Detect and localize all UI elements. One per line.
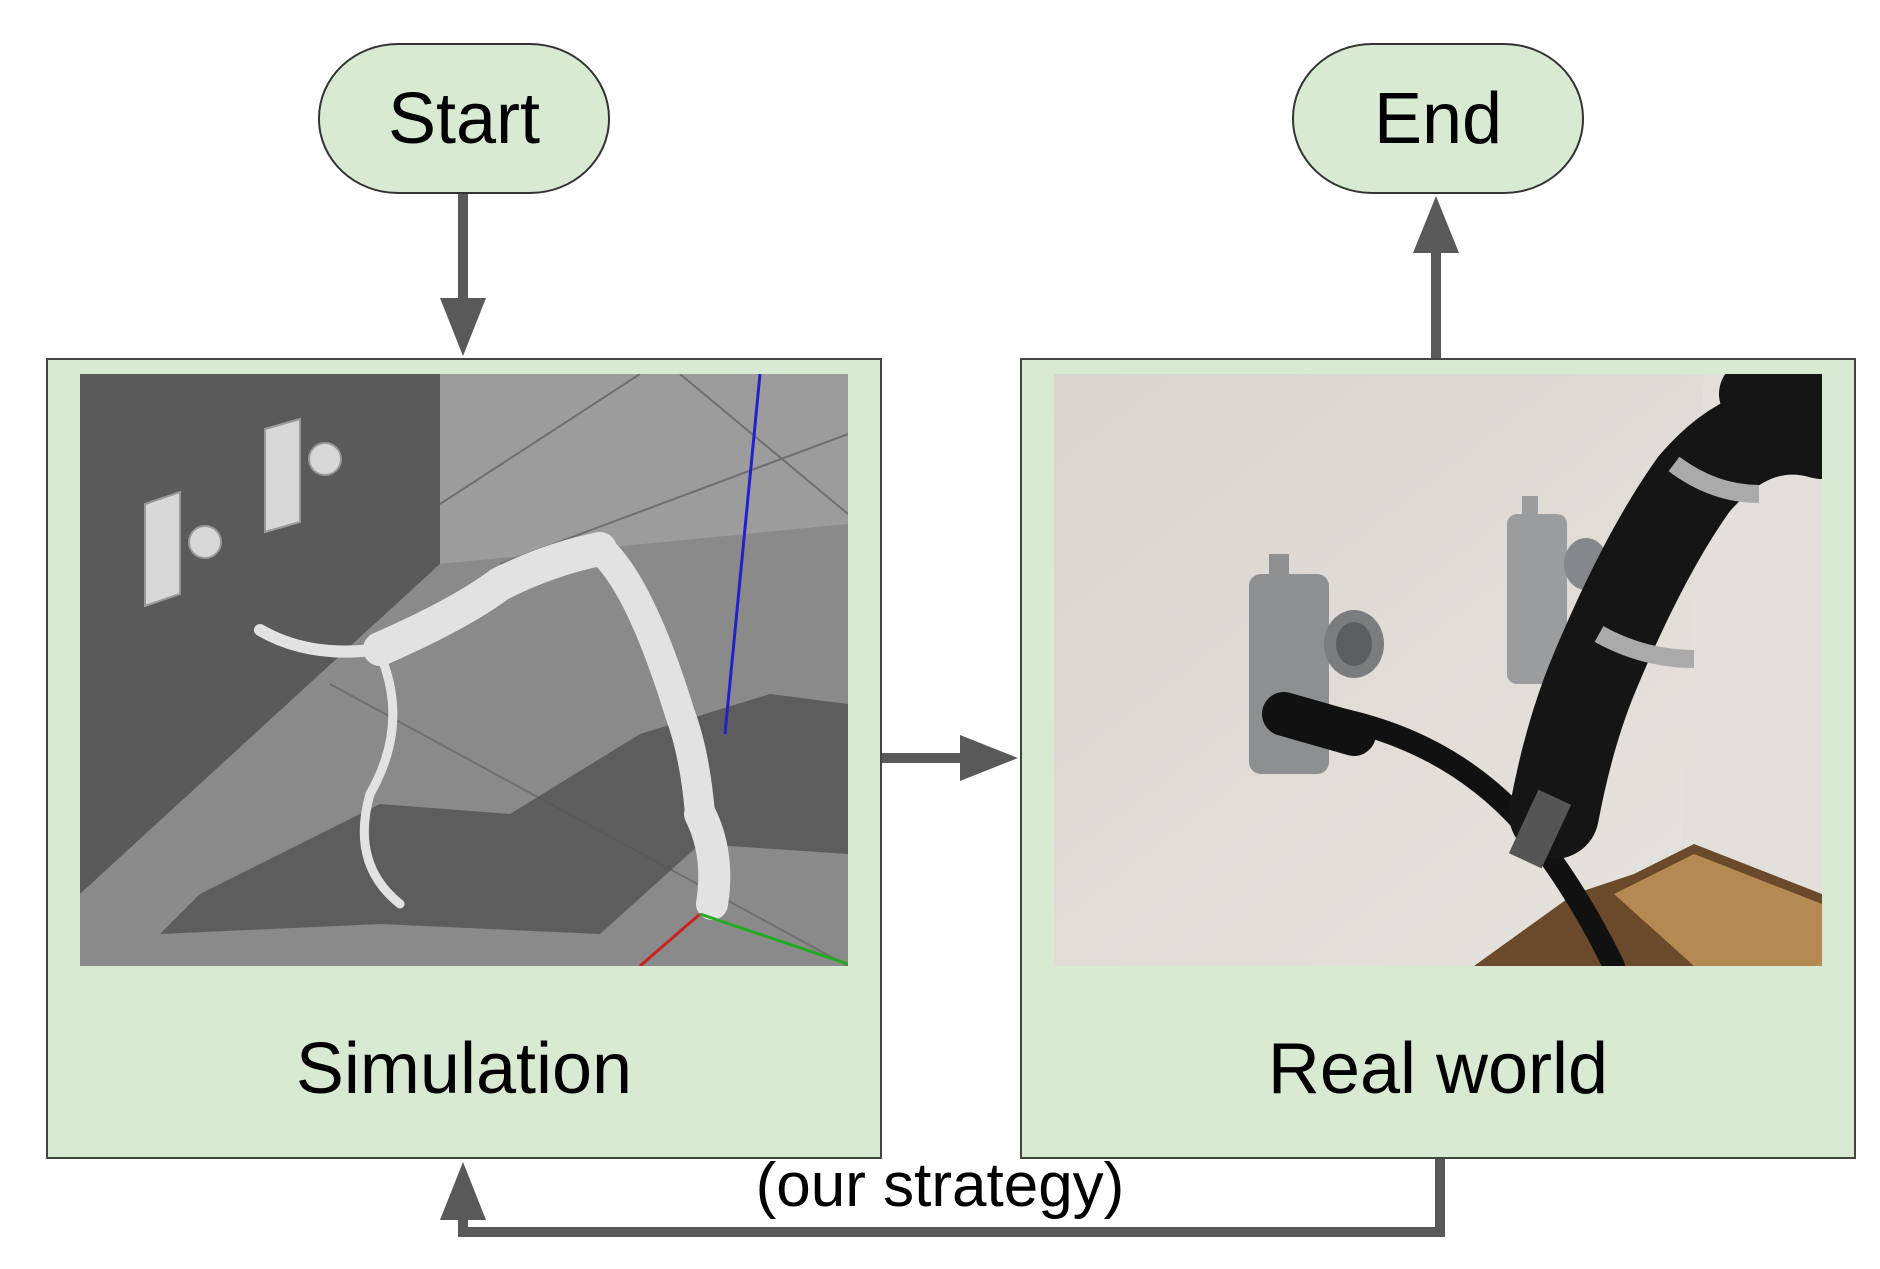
realworld-image bbox=[1054, 374, 1822, 966]
realworld-node: Real world bbox=[1020, 358, 1856, 1159]
realworld-label: Real world bbox=[1267, 1029, 1609, 1109]
simulation-label: Simulation bbox=[295, 1029, 633, 1109]
end-label: End bbox=[1373, 78, 1503, 159]
end-node: End bbox=[1292, 43, 1584, 194]
feedback-label: (our strategy) bbox=[755, 1151, 1125, 1220]
arrow-simulation-to-realworld bbox=[880, 735, 1018, 781]
arrow-realworld-to-end bbox=[1413, 196, 1459, 358]
arrow-start-to-simulation bbox=[440, 192, 486, 356]
start-label: Start bbox=[387, 78, 541, 159]
start-node: Start bbox=[318, 43, 610, 194]
arrow-feedback-loop bbox=[440, 1152, 1445, 1237]
simulation-node: Simulation bbox=[46, 358, 882, 1159]
simulation-image bbox=[80, 374, 848, 966]
